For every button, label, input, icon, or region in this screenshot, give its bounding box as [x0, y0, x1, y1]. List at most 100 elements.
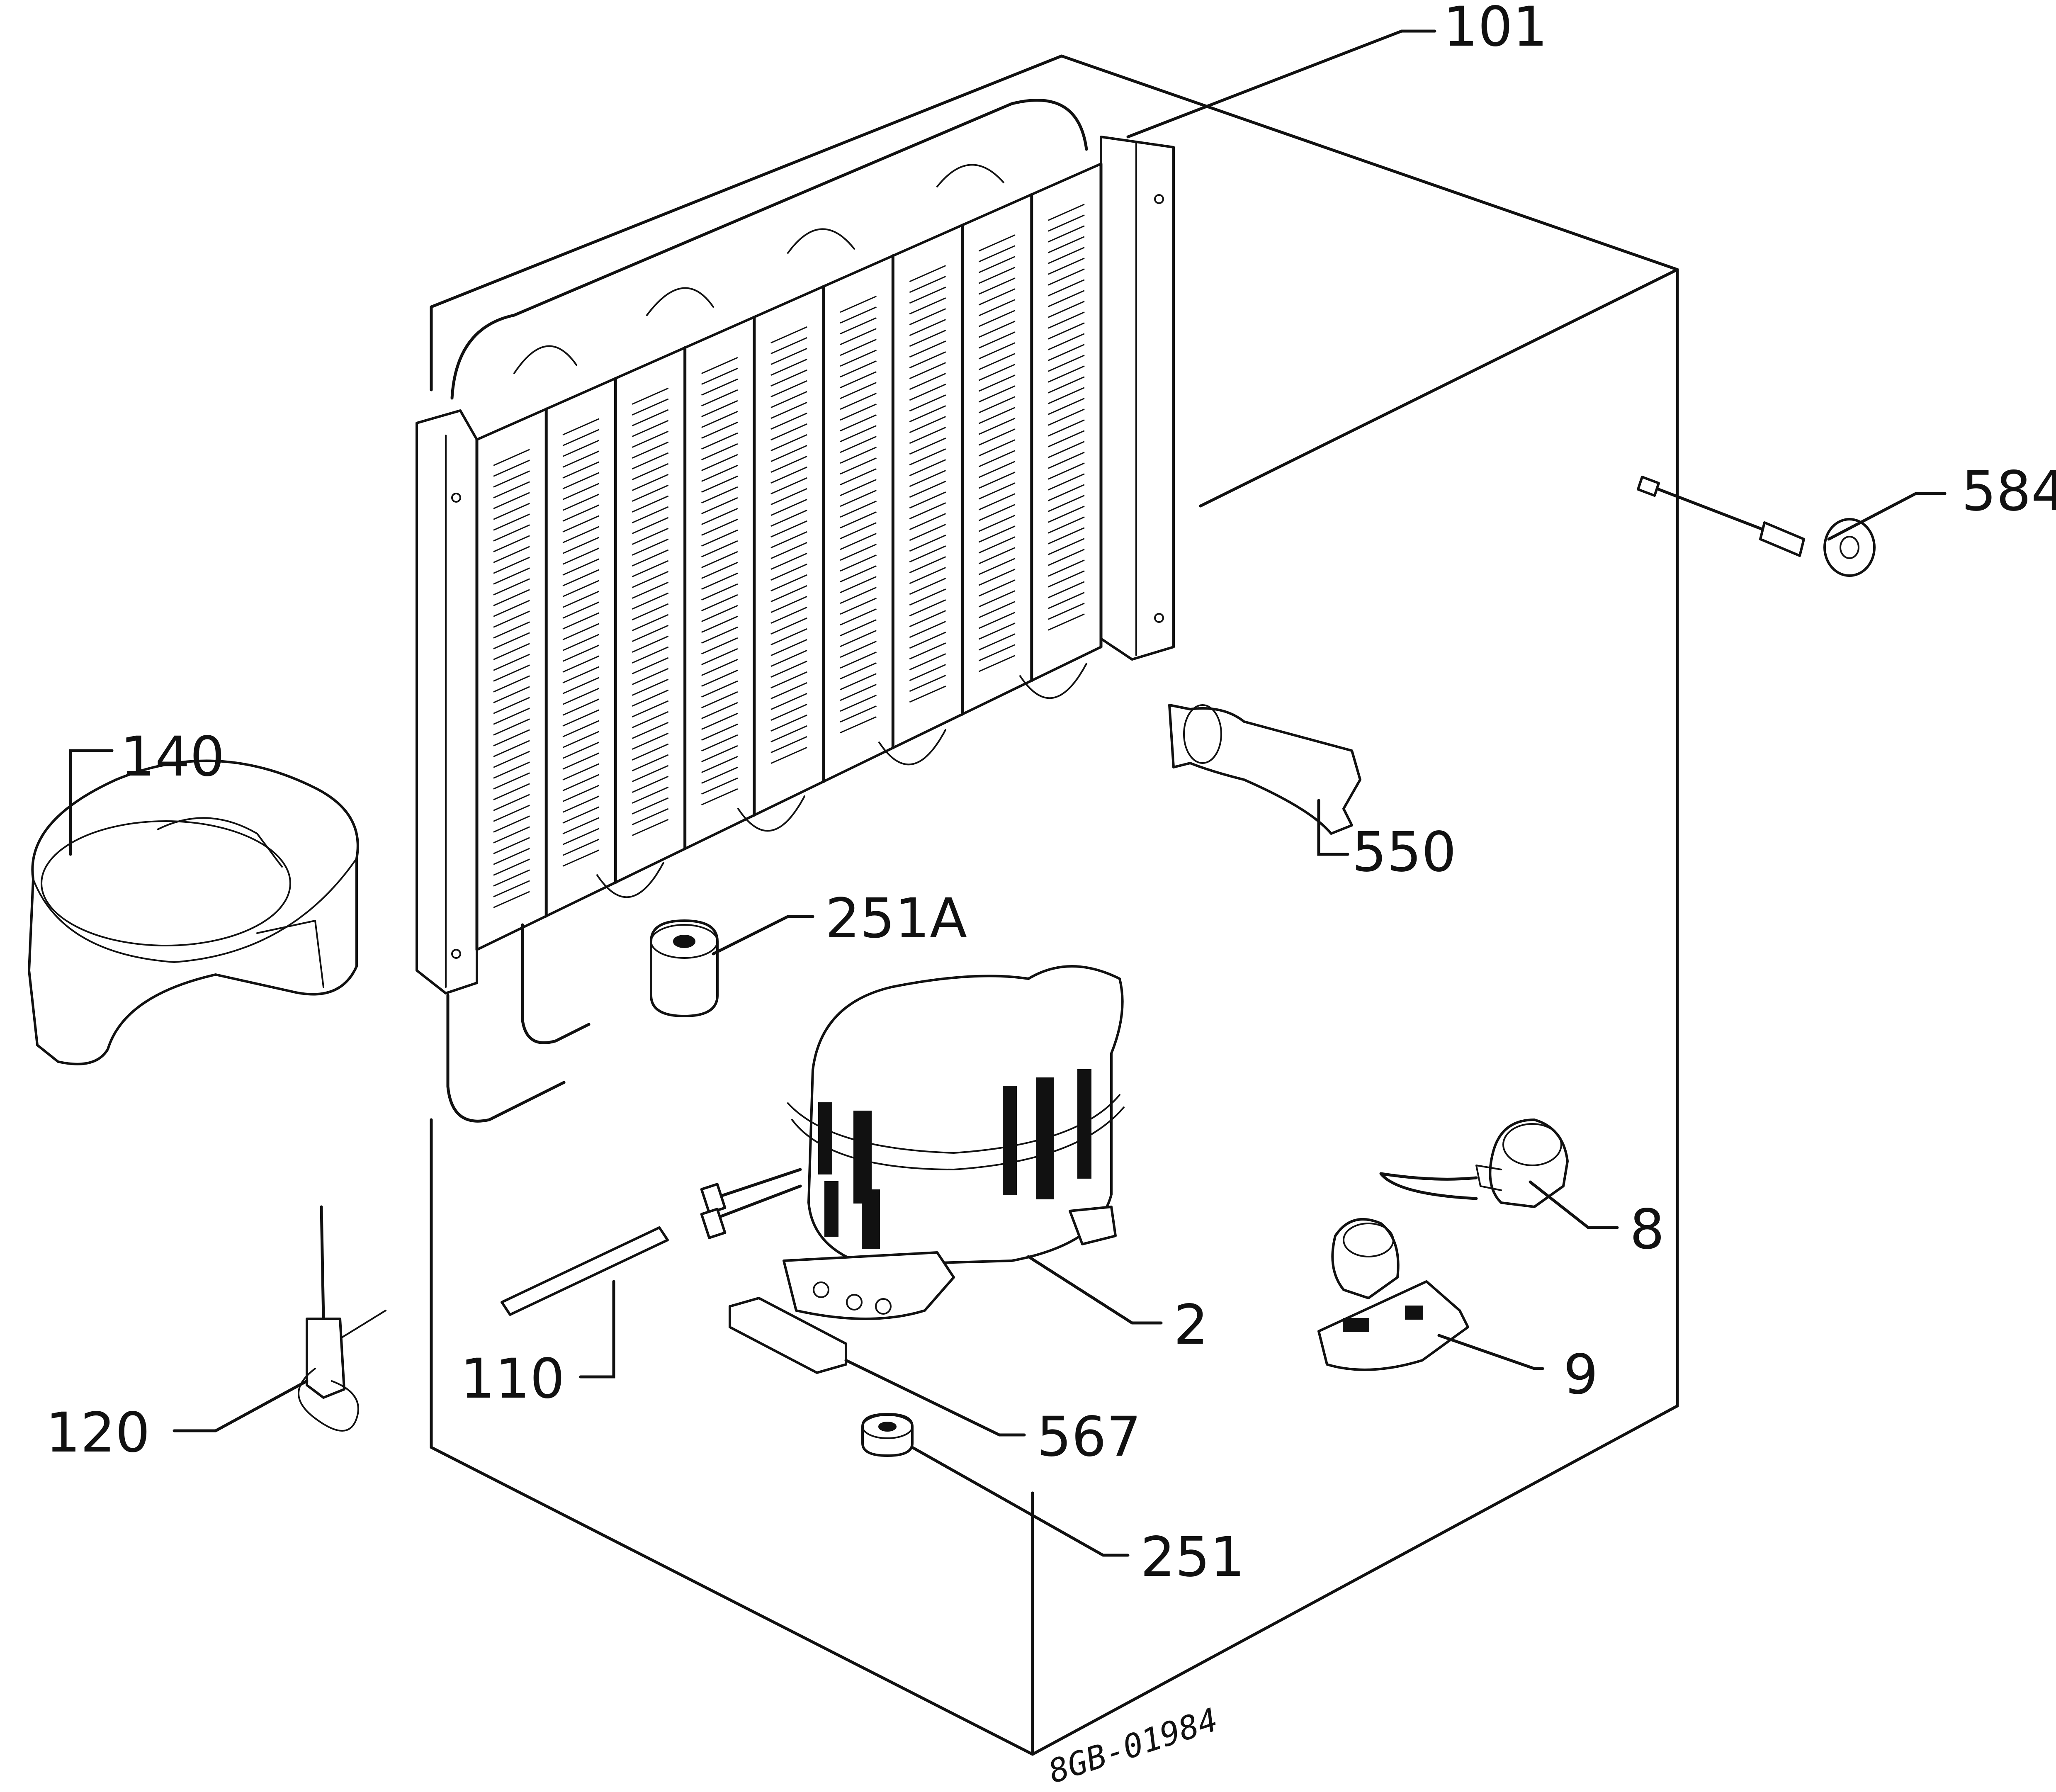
fin-hatch	[909, 556, 946, 574]
fin-hatch	[632, 743, 669, 761]
fin-hatch	[701, 788, 738, 806]
fin-hatch	[978, 353, 1016, 370]
fin-hatch	[909, 578, 946, 595]
fin-hatch	[978, 331, 1016, 349]
callout-567: 567	[1037, 1405, 1141, 1469]
fin-hatch	[770, 455, 807, 473]
fin-hatch	[770, 380, 807, 398]
fin-hatch	[840, 651, 877, 669]
fin-hatch	[909, 470, 946, 487]
fin-hatch	[770, 520, 807, 538]
fin-hatch	[562, 580, 600, 597]
fin-hatch	[770, 574, 807, 592]
fin-hatch	[493, 783, 530, 800]
fin-hatch	[1048, 290, 1085, 307]
fin-hatch	[701, 659, 738, 676]
fin-hatch	[562, 472, 600, 489]
fin-hatch	[840, 565, 877, 583]
fin-hatch	[562, 450, 600, 468]
fin-hatch	[701, 680, 738, 698]
fin-hatch	[493, 535, 530, 552]
fin-hatch	[562, 709, 600, 727]
fin-hatch	[562, 677, 600, 694]
fin-hatch	[978, 277, 1016, 295]
fin-hatch	[840, 317, 877, 335]
fin-hatch	[701, 637, 738, 655]
fin-hatch	[978, 256, 1016, 273]
fin-hatch	[978, 633, 1016, 651]
fin-hatch	[909, 588, 946, 606]
fin-hatch	[701, 475, 738, 493]
fin-hatch	[493, 449, 530, 466]
callout-8: 8	[1630, 1198, 1665, 1262]
fin-hatch	[909, 599, 946, 617]
fin-hatch	[1048, 301, 1085, 318]
fin-hatch	[493, 664, 530, 682]
fin-hatch	[632, 797, 669, 815]
fin-hatch	[493, 621, 530, 639]
fin-hatch	[909, 287, 946, 304]
fin-hatch	[978, 590, 1016, 608]
fin-hatch	[493, 729, 530, 746]
fin-hatch	[1048, 441, 1085, 458]
fin-hatch	[840, 479, 877, 496]
fin-hatch	[632, 635, 669, 653]
fin-hatch	[1048, 559, 1085, 577]
fin-hatch	[909, 621, 946, 638]
fin-hatch	[909, 535, 946, 552]
fin-hatch	[701, 745, 738, 763]
fin-hatch	[840, 328, 877, 345]
fin-hatch	[562, 785, 600, 802]
fin-hatch	[632, 452, 669, 469]
fin-hatch	[978, 396, 1016, 413]
fin-hatch	[562, 731, 600, 748]
drawing-number: 8GB-01984	[1044, 1701, 1222, 1791]
fin-hatch	[840, 295, 877, 313]
fin-hatch	[493, 470, 530, 488]
fin-hatch	[493, 718, 530, 736]
fin-hatch	[1048, 419, 1085, 437]
fin-hatch	[909, 340, 946, 358]
fin-hatch	[562, 537, 600, 554]
fin-hatch	[840, 576, 877, 593]
fin-hatch	[1048, 333, 1085, 350]
fin-hatch	[909, 394, 946, 412]
fin-hatch	[840, 306, 877, 324]
fin-hatch	[493, 503, 530, 520]
fin-hatch	[840, 392, 877, 410]
fin-hatch	[562, 763, 600, 781]
fin-hatch	[562, 655, 600, 673]
fin-hatch	[770, 596, 807, 613]
fin-hatch	[840, 489, 877, 507]
fin-hatch	[701, 486, 738, 504]
fin-hatch	[840, 597, 877, 615]
fin-hatch	[978, 364, 1016, 381]
fin-hatch	[978, 299, 1016, 316]
fin-hatch	[1048, 214, 1085, 232]
fin-hatch	[701, 756, 738, 773]
fin-hatch	[770, 563, 807, 581]
fin-hatch	[909, 653, 946, 671]
leader-lines	[69, 29, 1947, 1557]
fin-hatch	[632, 528, 669, 545]
fin-hatch	[562, 440, 600, 457]
fin-hatch	[701, 626, 738, 644]
fin-hatch	[840, 543, 877, 561]
fin-hatch	[978, 536, 1016, 554]
fin-hatch	[701, 432, 738, 450]
mounting-plate-567	[729, 1297, 847, 1374]
fin-hatch	[562, 839, 600, 856]
fin-hatch	[562, 774, 600, 791]
fin-hatch	[770, 488, 807, 506]
fin-hatch	[701, 518, 738, 536]
fin-hatch	[978, 461, 1016, 478]
fin-hatch	[493, 578, 530, 596]
fin-hatch	[840, 414, 877, 432]
fin-hatch	[562, 806, 600, 824]
callout-120: 120	[46, 1401, 150, 1465]
fin-hatch	[493, 826, 530, 844]
fin-hatch	[1048, 247, 1085, 264]
fin-hatch	[701, 615, 738, 633]
fin-hatch	[493, 643, 530, 660]
